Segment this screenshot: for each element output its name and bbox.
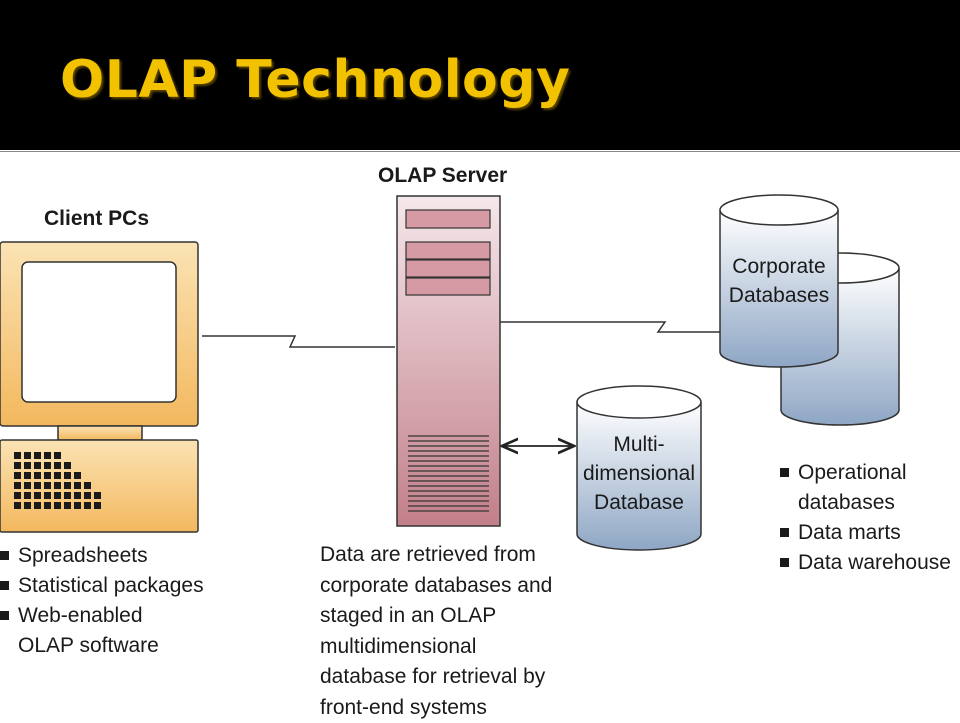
keyboard-key [44,472,51,479]
keyboard-key [64,502,71,509]
multi-db-line: Database [574,488,704,517]
multi-db-line: Multi- [574,430,704,459]
data-sources-list: Operational databases Data marts Data wa… [780,458,951,578]
keyboard-key [24,502,31,509]
keyboard-key [34,502,41,509]
keyboard-key [24,462,31,469]
keyboard-key [74,492,81,499]
keyboard-key [54,502,61,509]
keyboard-key [34,452,41,459]
multidimensional-database-label: Multi- dimensional Database [574,430,704,517]
keyboard-key [44,462,51,469]
keyboard-key [24,492,31,499]
keyboard-key [24,452,31,459]
keyboard-key [84,492,91,499]
list-item: OLAP software [0,631,204,661]
description-line: multidimensional [320,632,552,663]
keyboard-key [54,482,61,489]
list-item: Operational [780,458,951,488]
multi-db-line: dimensional [574,459,704,488]
keyboard-key [34,492,41,499]
keyboard-key [84,502,91,509]
keyboard-key [24,472,31,479]
corporate-databases-label: Corporate Databases [718,252,840,310]
keyboard-key [14,492,21,499]
keyboard-key [44,492,51,499]
description-line: corporate databases and [320,571,552,602]
keyboard-key [74,482,81,489]
keyboard-key [44,502,51,509]
list-item: Statistical packages [0,571,204,601]
keyboard-key [64,492,71,499]
list-item: Spreadsheets [0,541,204,571]
keyboard-key [64,462,71,469]
keyboard-key [54,492,61,499]
keyboard-key [74,472,81,479]
keyboard-key [14,452,21,459]
keyboard-key [84,482,91,489]
keyboard-key [44,482,51,489]
keyboard-key [64,472,71,479]
keyboard-key [64,482,71,489]
client-server-link [202,336,395,347]
list-item: Web-enabled [0,601,204,631]
list-item: databases [780,488,951,518]
keyboard-key [54,452,61,459]
description-line: database for retrieval by [320,662,552,693]
keyboard-key [44,452,51,459]
keyboard-key [24,482,31,489]
list-item: Data warehouse [780,548,951,578]
keyboard-key [34,482,41,489]
corporate-db-line: Corporate [718,252,840,281]
keyboard-key [34,472,41,479]
keyboard-key [14,482,21,489]
keyboard-key [14,472,21,479]
keyboard-key [14,502,21,509]
keyboard-key [34,462,41,469]
corporate-db-line: Databases [718,281,840,310]
client-pcs-label: Client PCs [44,207,149,231]
client-tools-list: Spreadsheets Statistical packages Web-en… [0,541,204,661]
keyboard-key [54,462,61,469]
client-pc-icon [0,242,198,532]
description-line: front-end systems [320,693,552,723]
keyboard-key [94,492,101,499]
description-line: Data are retrieved from [320,540,552,571]
server-description: Data are retrieved from corporate databa… [320,540,552,723]
list-item: Data marts [780,518,951,548]
description-line: staged in an OLAP [320,601,552,632]
keyboard-key [14,462,21,469]
server-corporate-link [500,322,722,332]
keyboard-key [94,502,101,509]
olap-server-icon [397,196,500,526]
olap-server-label: OLAP Server [378,164,507,188]
keyboard-key [54,472,61,479]
keyboard-key [74,502,81,509]
